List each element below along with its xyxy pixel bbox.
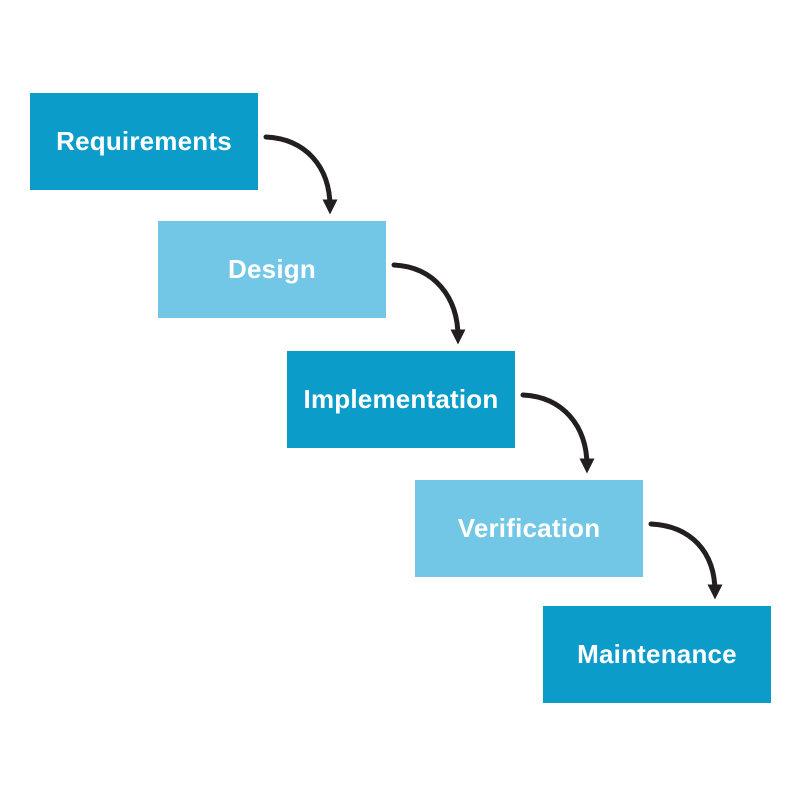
- phase-label-maintenance: Maintenance: [577, 639, 737, 669]
- phase-box-maintenance: Maintenance: [543, 606, 771, 703]
- arrow-verification-to-maintenance: [648, 521, 723, 600]
- phase-label-implementation: Implementation: [303, 384, 499, 414]
- phase-box-implementation: Implementation: [287, 351, 515, 448]
- phase-box-verification: Verification: [415, 480, 643, 577]
- phase-label-requirements: Requirements: [56, 126, 232, 156]
- phase-label-verification: Verification: [457, 513, 601, 543]
- arrow-design-to-implementation: [391, 262, 466, 345]
- arrow-requirements-to-design: [263, 134, 338, 215]
- arrow-implementation-to-verification: [520, 392, 595, 474]
- phase-box-requirements: Requirements: [30, 93, 258, 190]
- phase-label-design: Design: [228, 254, 316, 284]
- phase-box-design: Design: [158, 221, 386, 318]
